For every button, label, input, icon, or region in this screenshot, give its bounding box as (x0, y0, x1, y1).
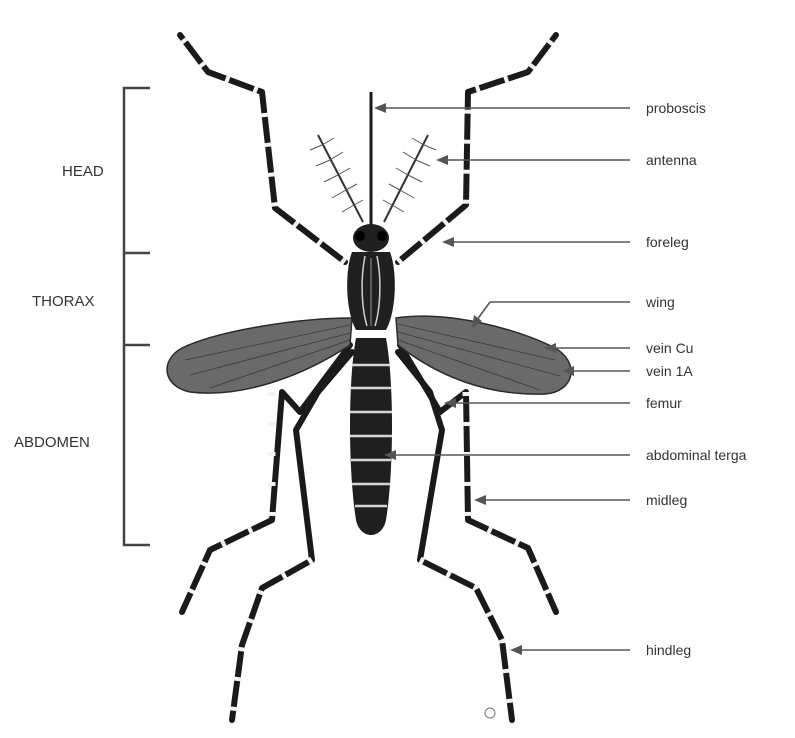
foreleg-label: foreleg (646, 234, 689, 250)
midleg-label: midleg (646, 492, 687, 508)
abdominal-terga-label: abdominal terga (646, 447, 747, 463)
thorax-label: THORAX (32, 293, 95, 310)
abdomen-label: ABDOMEN (14, 434, 90, 451)
wing-label: wing (645, 294, 675, 310)
section-bracket (124, 88, 150, 545)
vein-cu-label: vein Cu (646, 340, 693, 356)
head-label: HEAD (62, 163, 104, 180)
hindleg-label: hindleg (646, 642, 691, 658)
proboscis-label: proboscis (646, 100, 706, 116)
small-mark-icon (485, 708, 495, 718)
mosquito-body (347, 224, 395, 535)
vein-1a-label: vein 1A (646, 363, 693, 379)
antennae (310, 135, 436, 222)
femur-label: femur (646, 395, 682, 411)
antenna-label: antenna (646, 152, 697, 168)
